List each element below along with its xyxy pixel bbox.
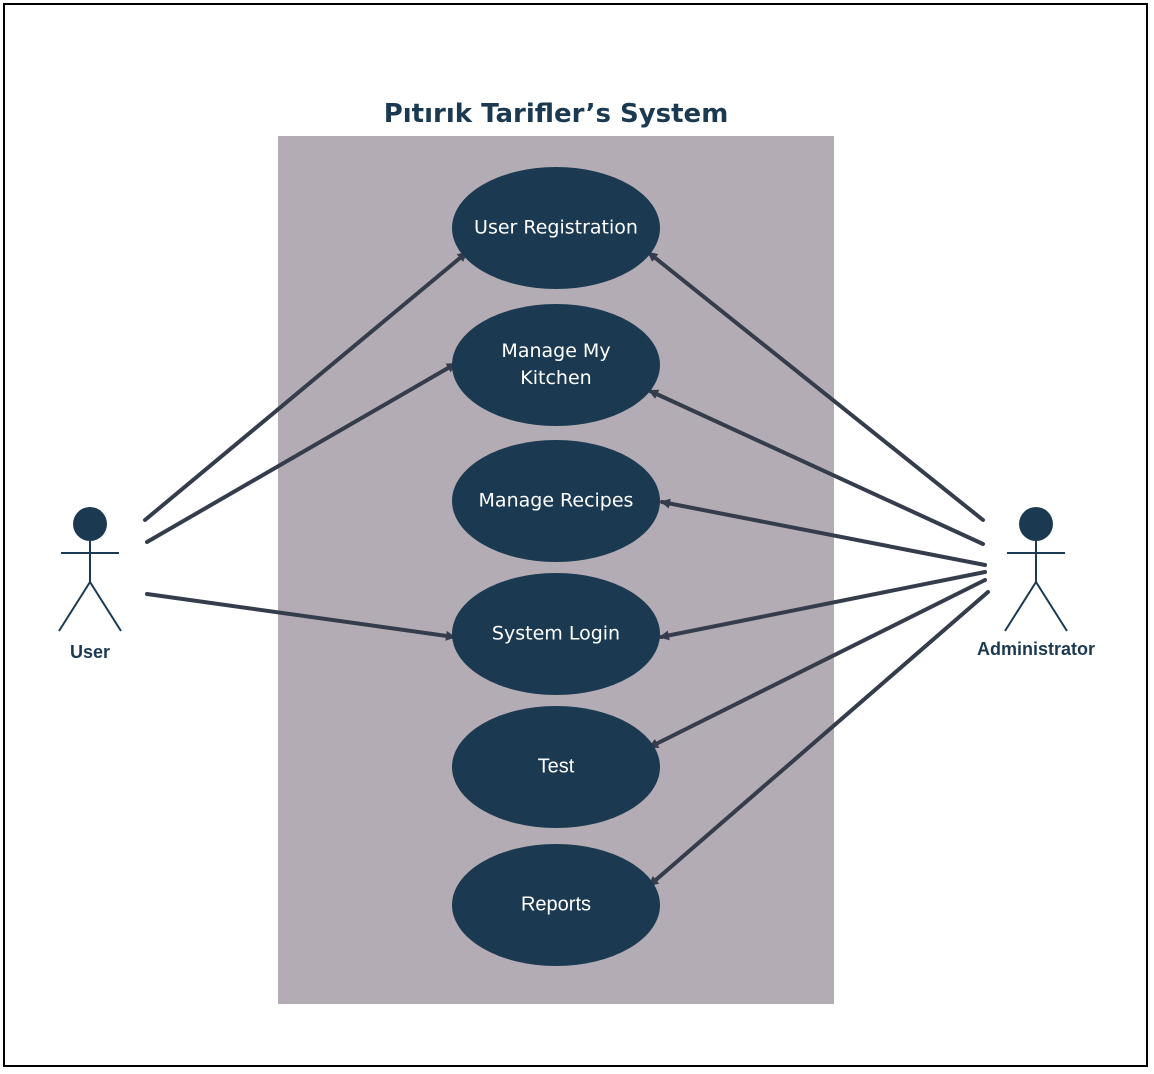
actor-head-icon — [1019, 507, 1053, 541]
association-user-to-registration — [143, 251, 468, 522]
association-admin-to-registration — [647, 251, 985, 522]
actors: User Administrator — [58, 507, 1095, 662]
use-case-ellipse — [452, 167, 660, 289]
use-case-label: Reports — [521, 893, 591, 915]
associations — [143, 251, 990, 887]
association-admin-to-login — [659, 570, 987, 641]
use-case-test: Test — [452, 706, 660, 828]
use-case-label: Test — [538, 755, 575, 777]
use-case-ellipse — [452, 440, 660, 562]
association-admin-to-recipes — [660, 498, 987, 567]
association-admin-to-kitchen — [648, 389, 985, 546]
use-case-label: User Registration — [474, 217, 638, 239]
use-case-kitchen: Manage My Kitchen — [452, 304, 660, 426]
use-case-ellipse — [452, 573, 660, 695]
actor-right-leg-icon — [1035, 581, 1068, 632]
association-user-to-kitchen — [145, 362, 457, 544]
use-case-label: Manage My — [501, 340, 610, 362]
association-user-to-login — [145, 592, 456, 641]
actor-head-icon — [73, 507, 107, 541]
actor-label: User — [70, 642, 110, 662]
use-case-ellipse — [452, 844, 660, 966]
actor-right-leg-icon — [89, 581, 122, 632]
use-case-ellipse — [452, 304, 660, 426]
use-case-registration: User Registration — [452, 167, 660, 289]
actor-admin: Administrator — [977, 507, 1095, 659]
actor-left-leg-icon — [1004, 581, 1037, 632]
use-case-ellipse — [452, 706, 660, 828]
association-admin-to-test — [648, 578, 987, 749]
use-case-login: System Login — [452, 573, 660, 695]
use-case-reports: Reports — [452, 844, 660, 966]
use-case-label: Manage Recipes — [479, 490, 634, 512]
use-case-label: Kitchen — [520, 367, 591, 389]
use-case-label: System Login — [492, 623, 620, 645]
use-case-recipes: Manage Recipes — [452, 440, 660, 562]
association-admin-to-reports — [648, 590, 990, 887]
actor-left-leg-icon — [58, 581, 91, 632]
system-title: Pıtırık Tarifler’s System — [384, 99, 729, 129]
actor-user: User — [58, 507, 122, 662]
actor-label: Administrator — [977, 639, 1095, 659]
